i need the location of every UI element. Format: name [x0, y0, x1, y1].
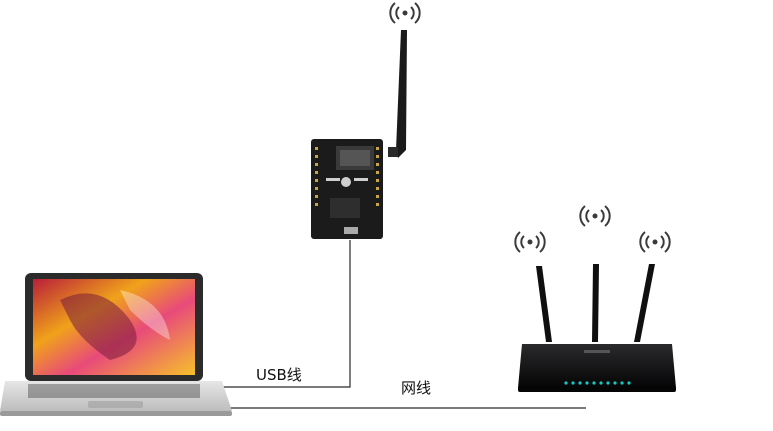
antenna	[388, 30, 407, 158]
dev-board	[311, 139, 383, 239]
network-cable-label: 网线	[401, 379, 432, 397]
wifi-signal-icon	[579, 205, 611, 227]
router	[518, 264, 676, 392]
laptop	[0, 273, 232, 416]
usb-cable	[220, 240, 351, 388]
wifi-signal-icon	[514, 231, 546, 253]
wifi-signal-icon	[389, 2, 421, 24]
usb-cable-label: USB线	[256, 366, 302, 384]
wifi-signal-icon	[639, 231, 671, 253]
